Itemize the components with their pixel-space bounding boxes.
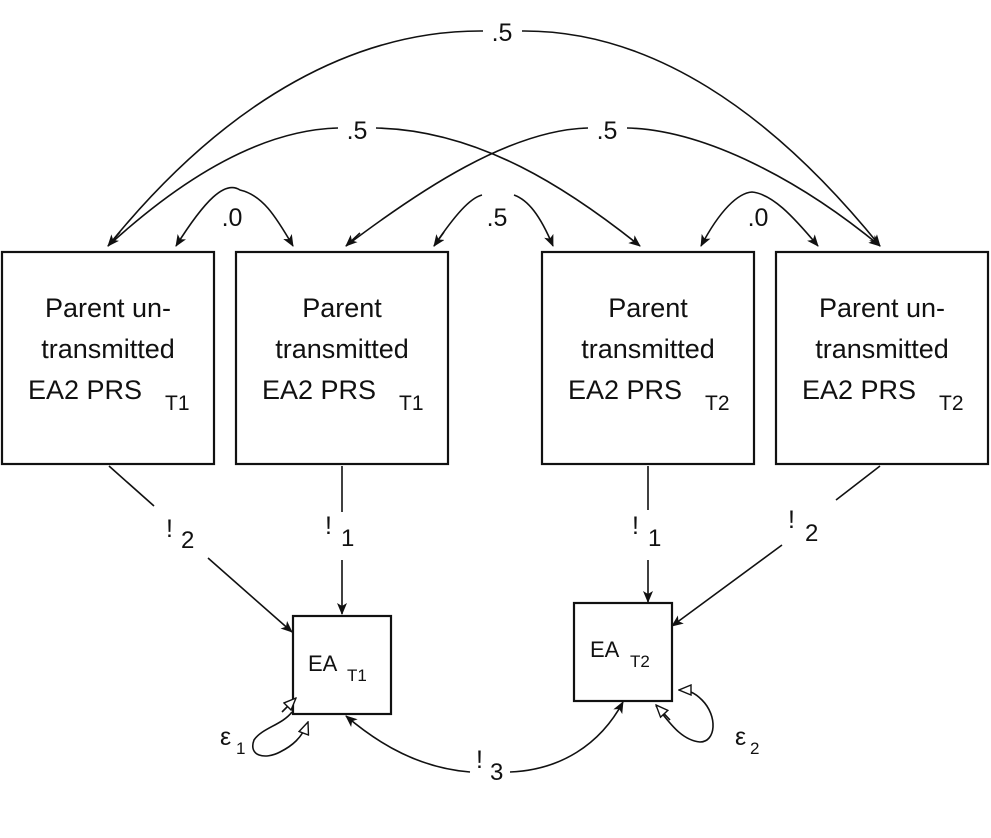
svg-text:!: ! — [632, 512, 639, 540]
error-label-ea-t1: ε 1 — [220, 723, 245, 758]
error-loop-ea-t1 — [251, 711, 308, 757]
svg-text:2: 2 — [805, 520, 818, 547]
path-label-untrans-t2: ! 2 — [788, 506, 818, 547]
svg-text:1: 1 — [341, 525, 354, 552]
svg-text:EA2 PRS: EA2 PRS — [262, 375, 376, 405]
svg-text:T2: T2 — [939, 392, 964, 415]
svg-text:transmitted: transmitted — [275, 334, 409, 364]
svg-text:!: ! — [325, 512, 332, 540]
svg-text:T1: T1 — [165, 392, 190, 415]
path-untrans-t2-to-ea-t2 — [672, 465, 881, 626]
svg-text:transmitted: transmitted — [815, 334, 949, 364]
svg-text:EA: EA — [308, 651, 338, 676]
svg-text:!: ! — [166, 515, 173, 543]
corr-label-trans-t1-trans-t2: .5 — [487, 204, 508, 232]
svg-text:1: 1 — [648, 525, 661, 552]
svg-text:EA2 PRS: EA2 PRS — [28, 375, 142, 405]
svg-text:transmitted: transmitted — [581, 334, 715, 364]
svg-text:1: 1 — [236, 739, 245, 758]
node-ea-t2: EA T2 — [572, 601, 674, 703]
corr-label-untrans-t1-trans-t1: .0 — [222, 204, 243, 232]
svg-text:2: 2 — [750, 739, 759, 758]
svg-text:2: 2 — [181, 527, 194, 554]
svg-text:!: ! — [788, 506, 795, 534]
node-parent-transmitted-t2: Parent transmitted EA2 PRS T2 — [540, 250, 756, 466]
error-label-ea-t2: ε 2 — [735, 723, 759, 758]
node-parent-untransmitted-t1: Parent un- transmitted EA2 PRS T1 — [0, 250, 216, 466]
node-ea-t1: EA T1 — [291, 614, 393, 716]
corr-label-trans-t1-untrans-t2: .5 — [597, 117, 618, 145]
path-label-ea-covariance: ! 3 — [476, 746, 503, 786]
corr-curve-trans-t2-untrans-t2 — [700, 191, 819, 247]
error-loop-ea-t1-start — [281, 698, 296, 713]
path-untrans-t1-to-ea-t1 — [108, 465, 292, 632]
svg-text:T2: T2 — [630, 652, 650, 671]
svg-text:EA2 PRS: EA2 PRS — [802, 375, 916, 405]
svg-text:T1: T1 — [347, 666, 367, 685]
corr-curve-trans-t1-untrans-t2-start — [345, 232, 361, 247]
corr-curve-trans-t1-untrans-t2 — [345, 127, 880, 246]
corr-curve-trans-t1-trans-t2-start — [433, 231, 445, 247]
node-parent-untransmitted-t2: Parent un- transmitted EA2 PRS T2 — [774, 250, 990, 466]
svg-text:Parent: Parent — [302, 293, 382, 323]
svg-text:ε: ε — [220, 723, 231, 751]
corr-curve-untrans-t1-trans-t2 — [107, 127, 640, 246]
path-label-trans-t2: ! 1 — [632, 512, 661, 552]
corr-label-untrans-t1-untrans-t2: .5 — [492, 19, 513, 47]
path-label-untrans-t1: ! 2 — [166, 515, 194, 554]
corr-label-untrans-t1-trans-t2: .5 — [347, 117, 368, 145]
corr-curve-untrans-t1-trans-t1 — [175, 186, 294, 247]
error-loop-ea-t2-start — [656, 705, 671, 721]
svg-text:3: 3 — [490, 759, 503, 786]
svg-text:!: ! — [476, 746, 483, 774]
svg-text:EA2 PRS: EA2 PRS — [568, 375, 682, 405]
svg-text:T2: T2 — [705, 392, 730, 415]
svg-text:Parent un-: Parent un- — [819, 293, 945, 323]
svg-text:EA: EA — [590, 637, 620, 662]
node-parent-transmitted-t1: Parent transmitted EA2 PRS T1 — [234, 250, 450, 466]
svg-text:transmitted: transmitted — [41, 334, 175, 364]
svg-text:Parent un-: Parent un- — [45, 293, 171, 323]
svg-text:T1: T1 — [399, 392, 424, 415]
path-label-trans-t1: ! 1 — [325, 512, 354, 552]
corr-label-trans-t2-untrans-t2: .0 — [748, 204, 769, 232]
svg-text:Parent: Parent — [608, 293, 688, 323]
error-loop-ea-t2 — [655, 690, 714, 743]
svg-text:ε: ε — [735, 723, 746, 751]
corr-curve-untrans-t1-untrans-t2 — [107, 30, 880, 246]
corr-curve-ea-t1-ea-t2 — [346, 702, 623, 773]
